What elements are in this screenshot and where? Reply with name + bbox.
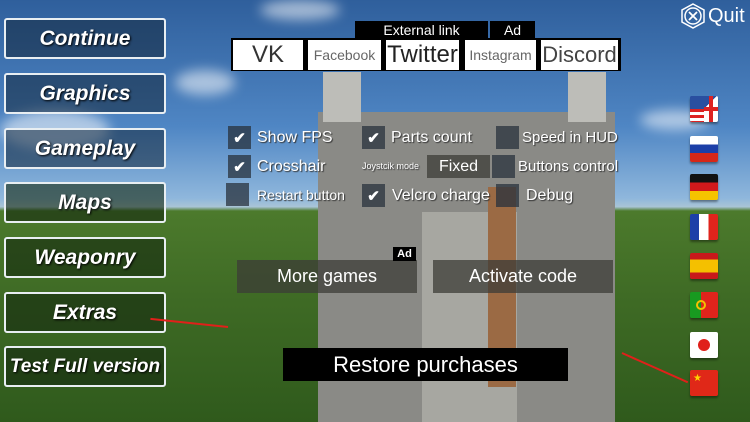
parts-count-checkbox[interactable]: ✔ xyxy=(362,126,385,149)
flag-french-icon[interactable] xyxy=(690,214,718,240)
show-fps-label: Show FPS xyxy=(257,129,333,146)
quit-button[interactable]: Quit xyxy=(680,3,745,29)
weaponry-button[interactable]: Weaponry xyxy=(4,237,166,278)
activate-code-button[interactable]: Activate code xyxy=(433,260,613,293)
velcro-charge-label: Velcro charge xyxy=(392,187,490,204)
debug-label: Debug xyxy=(526,187,574,204)
flag-german-icon[interactable] xyxy=(690,174,718,200)
restore-purchases-button[interactable]: Restore purchases xyxy=(283,348,568,381)
check-icon: ✔ xyxy=(233,129,246,147)
test-full-version-button[interactable]: Test Full version xyxy=(4,346,166,387)
crosshair-label: Crosshair xyxy=(257,158,326,175)
restart-button-label: Restart button xyxy=(257,187,345,203)
vk-link[interactable]: VK xyxy=(233,40,303,70)
ad-badge: Ad xyxy=(490,21,535,39)
ad-badge: Ad xyxy=(393,247,416,261)
twitter-link[interactable]: Twitter xyxy=(386,40,459,70)
joystick-mode-label: Joystcik mode xyxy=(362,161,420,171)
gameplay-button[interactable]: Gameplay xyxy=(4,128,166,169)
debug-checkbox[interactable] xyxy=(496,184,519,207)
more-games-button[interactable]: More games xyxy=(237,260,417,293)
pillar xyxy=(323,72,361,122)
speed-in-hud-label: Speed in HUD xyxy=(522,129,618,146)
flag-english-icon[interactable] xyxy=(690,96,718,122)
flag-portuguese-icon[interactable] xyxy=(690,292,718,318)
restart-button-checkbox[interactable] xyxy=(226,183,249,206)
maps-button[interactable]: Maps xyxy=(4,182,166,223)
joystick-mode-selector[interactable]: Fixed xyxy=(427,155,490,178)
check-icon: ✔ xyxy=(233,158,246,176)
extras-button[interactable]: Extras xyxy=(4,292,166,333)
graphics-button[interactable]: Graphics xyxy=(4,73,166,114)
speed-in-hud-checkbox[interactable] xyxy=(496,126,519,149)
instagram-link[interactable]: Instagram xyxy=(465,40,536,70)
parts-count-label: Parts count xyxy=(391,129,472,146)
close-hexagon-icon xyxy=(681,3,705,29)
facebook-link[interactable]: Facebook xyxy=(308,40,381,70)
pillar xyxy=(568,72,606,122)
continue-button[interactable]: Continue xyxy=(4,18,166,59)
external-link-label: External link xyxy=(355,21,488,39)
check-icon: ✔ xyxy=(367,129,380,147)
flag-russian-icon[interactable] xyxy=(690,136,718,162)
quit-label: Quit xyxy=(708,4,745,27)
velcro-charge-checkbox[interactable]: ✔ xyxy=(362,184,385,207)
buttons-control-label: Buttons control xyxy=(518,158,619,175)
flag-japanese-icon[interactable] xyxy=(690,332,718,358)
flag-chinese-icon[interactable]: ★ xyxy=(690,370,718,396)
crosshair-checkbox[interactable]: ✔ xyxy=(228,155,251,178)
annotation-arrow xyxy=(621,352,689,384)
buttons-control-checkbox[interactable] xyxy=(492,155,515,178)
flag-spanish-icon[interactable] xyxy=(690,253,718,279)
show-fps-checkbox[interactable]: ✔ xyxy=(228,126,251,149)
check-icon: ✔ xyxy=(367,187,380,205)
discord-link[interactable]: Discord xyxy=(541,40,618,70)
